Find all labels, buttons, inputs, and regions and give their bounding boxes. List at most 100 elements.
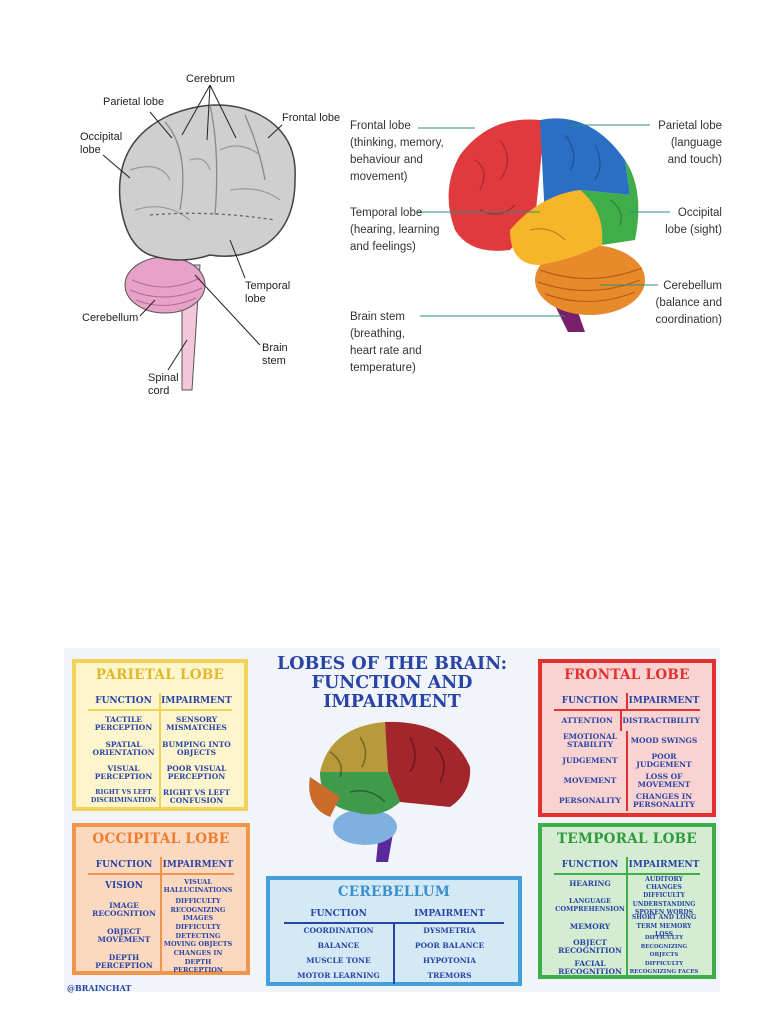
table-cell: DIFFICULTY UNDERSTANDING SPOKEN WORDS <box>632 892 696 917</box>
frontal-title: FRONTAL LOBE <box>564 667 690 683</box>
label-frontal-lobe: Frontal lobe <box>282 112 341 124</box>
grayscale-brain-illustration <box>102 84 296 391</box>
label-frontal-line3: behaviour and <box>350 154 423 166</box>
3d-brain-image <box>309 721 471 862</box>
label-parietal-line3: and touch) <box>667 154 722 166</box>
table-cell: HYPOTONIA <box>423 956 476 966</box>
table-cell: OBJECT RECOGNITION <box>554 937 628 957</box>
table-cell: VISUAL PERCEPTION <box>88 761 161 785</box>
parietal-col-function: FUNCTION <box>88 693 161 709</box>
label-parietal-line2: (language <box>670 137 722 149</box>
table-cell: DIFFICULTY RECOGNIZING OBJECTS <box>640 935 688 959</box>
cerebellum-card: CEREBELLUM FUNCTION IMPAIRMENT COORDINAT… <box>266 876 522 986</box>
table-cell: DIFFICULTY DETECTING MOVING OBJECTS <box>163 923 233 949</box>
label-temporal-line1: Temporal <box>245 280 291 292</box>
cerebellum-table: FUNCTION IMPAIRMENT COORDINATION DYSMETRI… <box>284 906 504 984</box>
table-cell: DEPTH PERCEPTION <box>88 949 162 975</box>
table-cell: EMOTIONAL STABILITY <box>554 731 628 751</box>
label-stem-line4: temperature) <box>350 362 416 374</box>
table-cell: LANGUAGE COMPREHENSION <box>554 893 628 917</box>
cerebellum-col-impairment: IMPAIRMENT <box>414 909 485 919</box>
table-cell: DYSMETRIA <box>423 926 476 936</box>
temporal-col-impairment: IMPAIRMENT <box>628 860 700 870</box>
frontal-lobe-card: FRONTAL LOBE FUNCTION IMPAIRMENT ATTENTI… <box>538 659 716 817</box>
table-cell: CHANGES IN DEPTH PERCEPTION <box>173 949 223 975</box>
table-cell: MOVEMENT <box>554 771 628 791</box>
label-temporal-line1: Temporal lobe <box>350 207 423 219</box>
table-cell: DIFFICULTY RECOGNIZING FACES <box>629 960 699 976</box>
label-frontal-line1: Frontal lobe <box>350 120 411 132</box>
table-cell: VISUAL HALLUCINATIONS <box>163 877 233 895</box>
colored-brain-illustration <box>418 118 670 332</box>
label-cerebellum-line1: Cerebellum <box>663 280 722 292</box>
table-cell: BALANCE <box>284 939 395 954</box>
parietal-lobe-card: PARIETAL LOBE FUNCTION IMPAIRMENT TACTIL… <box>72 659 248 811</box>
cerebellum-col-function: FUNCTION <box>310 909 367 919</box>
label-cerebellum-line3: coordination) <box>655 314 722 326</box>
table-cell: SPATIAL ORIENTATION <box>88 737 161 761</box>
table-cell: OBJECT MOVEMENT <box>88 923 162 949</box>
table-cell: MUSCLE TONE <box>284 954 395 969</box>
label-parietal-line1: Parietal lobe <box>658 120 722 132</box>
table-cell: LOSS OF MOVEMENT <box>637 771 691 789</box>
label-stem-line1: Brain stem <box>350 311 405 323</box>
parietal-title: PARIETAL LOBE <box>95 667 225 683</box>
label-spinal-line1: Spinal <box>148 372 179 384</box>
label-occipital-line1: Occipital <box>80 131 123 143</box>
label-parietal-lobe: Parietal lobe <box>103 96 165 108</box>
lobes-infographic: LOBES OF THE BRAIN: FUNCTION AND IMPAIRM… <box>64 648 720 993</box>
frontal-col-impairment: IMPAIRMENT <box>628 696 700 706</box>
label-temporal-line3: and feelings) <box>350 241 416 253</box>
table-cell: COORDINATION <box>284 924 395 939</box>
brainchat-credit: @BRAINCHAT <box>67 983 132 993</box>
table-cell: POOR VISUAL PERCEPTION <box>166 763 227 781</box>
table-cell: IMAGE RECOGNITION <box>88 897 162 923</box>
table-cell: TACTILE PERCEPTION <box>88 711 161 737</box>
table-cell: RIGHT VS LEFT CONFUSION <box>162 787 231 805</box>
frontal-col-function: FUNCTION <box>554 693 628 709</box>
occipital-lobe-card: OCCIPITAL LOBE FUNCTION IMPAIRMENT VISIO… <box>72 823 250 975</box>
table-cell: RIGHT VS LEFT DISCRIMINATION <box>88 785 161 809</box>
label-spinal-line2: cord <box>148 385 170 397</box>
temporal-title: TEMPORAL LOBE <box>557 831 697 847</box>
occipital-col-function: FUNCTION <box>88 857 162 873</box>
label-cerebellum: Cerebellum <box>82 312 139 324</box>
label-stem-line2: (breathing, <box>350 328 405 340</box>
table-cell: POOR BALANCE <box>414 941 485 951</box>
table-cell: VISION <box>88 875 162 897</box>
table-cell: BUMPING INTO OBJECTS <box>162 739 231 757</box>
label-brain-stem-line2: stem <box>262 355 286 367</box>
table-cell: HEARING <box>554 875 628 893</box>
table-cell: DISTRACTIBILITY <box>622 715 700 725</box>
cerebellum-title: CEREBELLUM <box>337 884 451 900</box>
table-cell: MOTOR LEARNING <box>284 969 395 984</box>
table-cell: ATTENTION <box>554 711 623 731</box>
table-cell: SHORT AND LONG TERM MEMORY LOSS <box>631 914 697 939</box>
label-temporal-line2: lobe <box>245 293 266 305</box>
label-temporal-line2: (hearing, learning <box>350 224 440 236</box>
table-cell: MOOD SWINGS <box>630 735 698 745</box>
table-cell: DIFFICULTY RECOGNIZING IMAGES <box>170 897 226 923</box>
label-cerebellum-line2: (balance and <box>655 297 723 309</box>
label-occipital-line2: lobe (sight) <box>665 224 722 236</box>
label-stem-line3: heart rate and <box>350 345 422 357</box>
label-occipital-line2: lobe <box>80 144 101 156</box>
table-cell: POOR JUDGEMENT <box>636 751 692 769</box>
table-cell: AUDITORY CHANGES <box>645 875 683 892</box>
table-cell: MEMORY <box>554 917 628 937</box>
temporal-lobe-card: TEMPORAL LOBE FUNCTION IMPAIRMENT HEARIN… <box>538 823 716 979</box>
table-cell: PERSONALITY <box>554 791 628 811</box>
label-frontal-line2: (thinking, memory, <box>350 137 444 149</box>
occipital-title: OCCIPITAL LOBE <box>92 831 230 847</box>
label-cerebrum: Cerebrum <box>186 73 235 85</box>
table-cell: FACIAL RECOGNITION <box>554 957 628 979</box>
label-brain-stem-line1: Brain <box>262 342 288 354</box>
table-cell: SENSORY MISMATCHES <box>166 714 227 732</box>
table-cell: CHANGES IN PERSONALITY <box>633 791 695 809</box>
label-occipital-line1: Occipital <box>677 207 722 219</box>
occipital-col-impairment: IMPAIRMENT <box>162 860 234 870</box>
